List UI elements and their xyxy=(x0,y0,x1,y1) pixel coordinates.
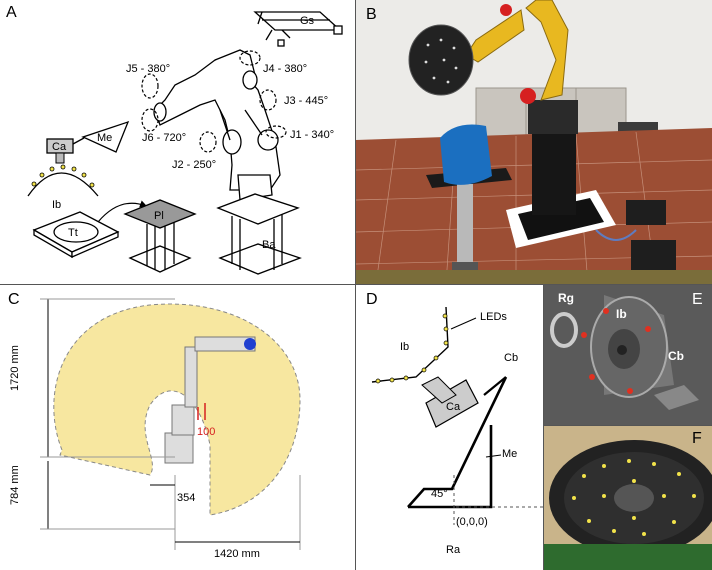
panel-a: A Gs J5 - xyxy=(0,0,355,284)
ba-label: Ba xyxy=(262,239,276,251)
dim-offset: 354 xyxy=(177,492,195,504)
angle-label: 45° xyxy=(431,488,448,500)
ra-label: Ra xyxy=(446,544,461,556)
d-ca-label: Ca xyxy=(446,401,461,413)
leds-label: LEDs xyxy=(480,311,507,323)
ba-base xyxy=(216,193,302,275)
gs-platform xyxy=(253,11,343,47)
panel-d-label: D xyxy=(366,291,378,308)
panel-f-label: F xyxy=(692,430,702,447)
d-ib-label: Ib xyxy=(400,341,409,353)
robot-plan xyxy=(164,336,256,464)
pl-label: Pl xyxy=(154,210,164,222)
d-me-label: Me xyxy=(502,448,517,460)
e-ib-label: Ib xyxy=(616,307,627,321)
ib-dome xyxy=(27,172,99,197)
panel-f: F xyxy=(544,426,712,570)
workspace-diagram: 100 1720 mm 784 mm 354 1420 mm xyxy=(9,298,301,560)
dome-render xyxy=(550,295,699,410)
joint-j5: J5 - 380° xyxy=(126,63,170,75)
origin-label: (0,0,0) xyxy=(456,516,488,528)
marker-100: 100 xyxy=(197,426,215,438)
dim-height-upper: 1720 mm xyxy=(9,345,21,391)
tool-point xyxy=(244,338,256,350)
tt-turntable xyxy=(32,211,120,259)
robot-arm xyxy=(153,49,281,201)
gs-label: Gs xyxy=(300,15,315,27)
joint-j6: J6 - 720° xyxy=(142,132,186,144)
panel-c-label: C xyxy=(8,291,20,308)
dim-height-lower: 784 mm xyxy=(9,465,21,505)
swap-arrow xyxy=(97,200,148,223)
mount-diagram: LEDs Ib Ca Cb 45° (0,0,0) Ra Me xyxy=(371,306,543,556)
panel-e-label: E xyxy=(692,291,703,308)
dim-width: 1420 mm xyxy=(214,548,260,560)
ib-label: Ib xyxy=(52,199,61,211)
e-cb-label: Cb xyxy=(668,349,684,363)
d-cb-label: Cb xyxy=(504,352,518,364)
panel-b-label: B xyxy=(366,6,377,23)
joint-j4: J4 - 380° xyxy=(263,63,307,75)
joint-j1: J1 - 340° xyxy=(290,129,334,141)
joint-j3: J3 - 445° xyxy=(284,95,328,107)
panel-d: LEDs Ib Ca Cb 45° (0,0,0) Ra Me D xyxy=(356,285,543,570)
tt-label: Tt xyxy=(68,227,78,239)
ca-label: Ca xyxy=(52,141,67,153)
robot-diagram: Gs J5 - 380° J4 - 380° J3 - 445° J6 - 72… xyxy=(27,11,343,275)
rg-label: Rg xyxy=(558,291,574,305)
joint-j2: J2 - 250° xyxy=(172,159,216,171)
me-label: Me xyxy=(97,132,112,144)
me-triangle xyxy=(81,120,130,153)
ib-leds xyxy=(31,164,95,188)
panel-b: B xyxy=(356,0,712,284)
workspace-area xyxy=(53,303,301,516)
panel-e: Rg Ib Cb E xyxy=(544,285,712,425)
panel-a-label: A xyxy=(6,4,17,21)
joint-arrows xyxy=(141,50,287,153)
pl-pedestal xyxy=(123,199,197,273)
led-dome-photo xyxy=(544,440,712,570)
panel-c: 100 1720 mm 784 mm 354 1420 mm C xyxy=(0,285,355,570)
robot-photo xyxy=(356,0,712,284)
